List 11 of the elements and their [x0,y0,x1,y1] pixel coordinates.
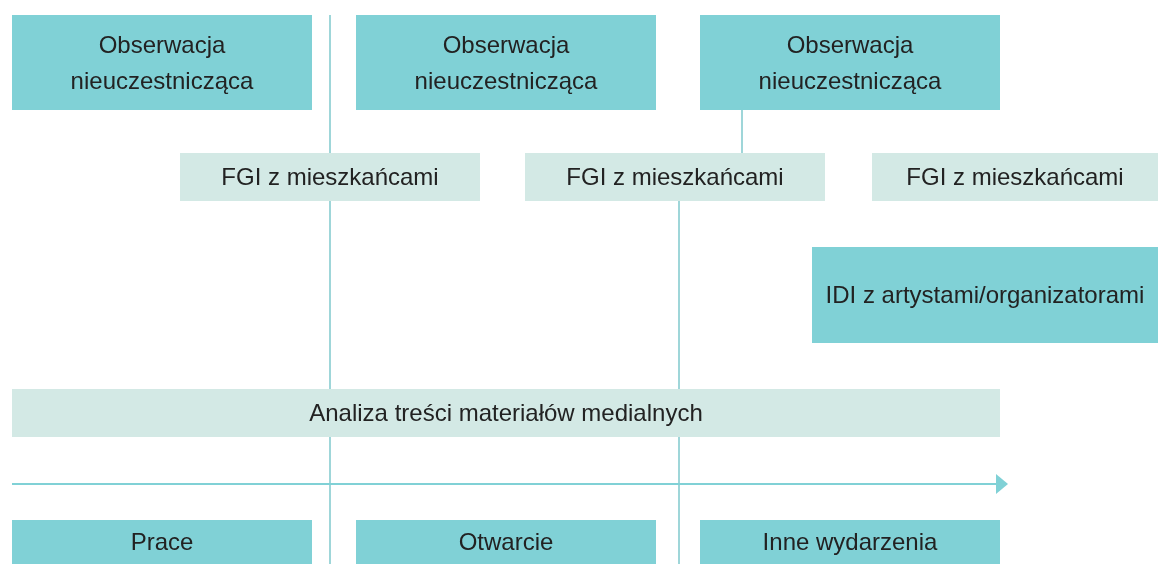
event-box: Otwarcie [356,520,656,564]
event-box: Prace [12,520,312,564]
method-box: FGI z mieszkańcami [525,153,825,201]
method-box: IDI z artystami/organizatorami [812,247,1158,343]
method-box: FGI z mieszkańcami [872,153,1158,201]
method-box: FGI z mieszkańcami [180,153,480,201]
method-box: Obserwacja nieuczestnicząca [12,15,312,110]
method-bar: Analiza treści materiałów medialnych [12,389,1000,437]
event-box: Inne wydarzenia [700,520,1000,564]
method-box: Obserwacja nieuczestnicząca [356,15,656,110]
method-box: Obserwacja nieuczestnicząca [700,15,1000,110]
